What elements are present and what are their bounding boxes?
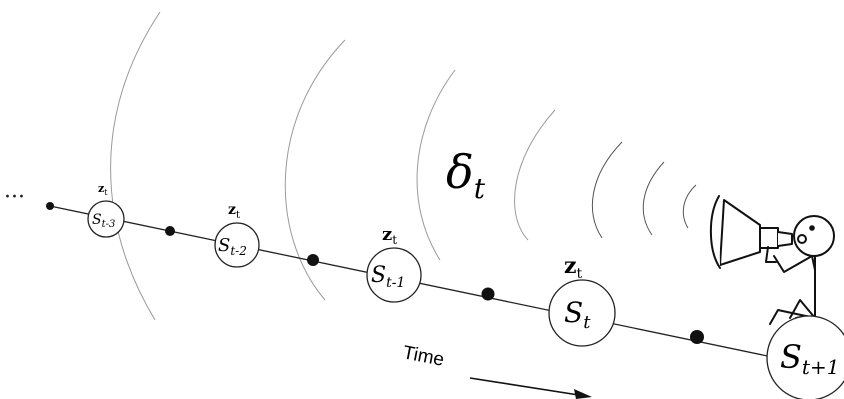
state-node-t-minus-3: zt St-3 bbox=[88, 182, 124, 237]
state-node-t: zt St bbox=[549, 253, 615, 346]
timeline-dot bbox=[46, 202, 54, 210]
wave-arc-7 bbox=[683, 185, 696, 228]
wave-arc-5 bbox=[592, 142, 622, 238]
stick-figure-icon bbox=[711, 196, 834, 324]
timeline-dot bbox=[482, 288, 495, 301]
state-node-t-plus-1: St+1 bbox=[767, 316, 844, 399]
latent-label: zt bbox=[382, 224, 397, 247]
timeline-dot bbox=[690, 330, 704, 344]
megaphone-icon bbox=[711, 196, 792, 268]
latent-label: zt bbox=[564, 253, 583, 282]
time-label: Time bbox=[401, 342, 446, 371]
leading-dots: ··· bbox=[4, 185, 25, 210]
latent-label: zt bbox=[228, 202, 240, 221]
wave-arc-4 bbox=[515, 110, 555, 240]
wave-arc-6 bbox=[643, 162, 664, 235]
timeline-dot bbox=[307, 254, 319, 266]
time-arrow bbox=[470, 378, 592, 399]
latent-label: zt bbox=[98, 182, 108, 197]
state-node-t-minus-1: zt St-1 bbox=[367, 224, 421, 302]
timeline-dot bbox=[165, 226, 175, 236]
state-node-t-minus-2: zt St-2 bbox=[215, 202, 259, 267]
wave-arc-1 bbox=[111, 12, 160, 320]
signal-label: δt bbox=[446, 145, 486, 205]
